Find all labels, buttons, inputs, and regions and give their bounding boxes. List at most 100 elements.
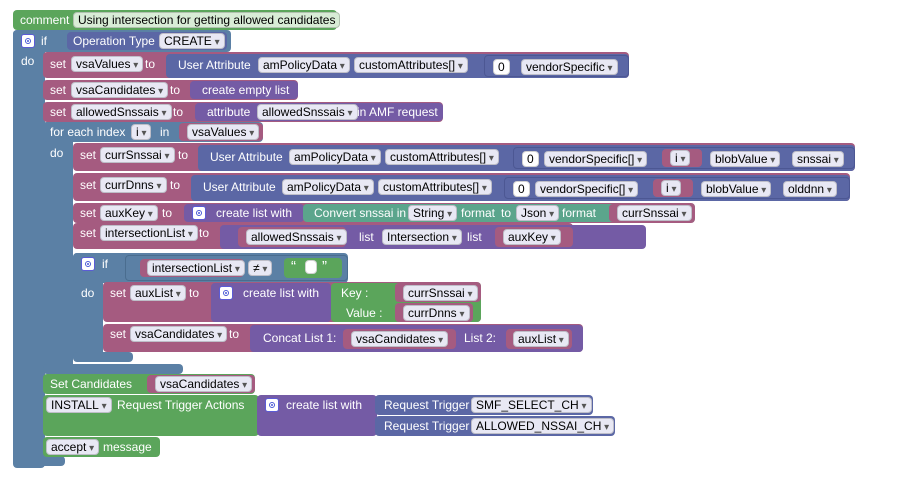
install-block[interactable]: INSTALL Request Trigger Actions: [43, 395, 259, 436]
variable-dropdown-allowedSnssais[interactable]: allowedSnssais: [71, 104, 172, 120]
key-var-block[interactable]: currSnssai: [395, 283, 481, 302]
create-empty-list-block[interactable]: create empty list: [190, 81, 298, 99]
gear-icon[interactable]: [81, 257, 95, 271]
for-each-header[interactable]: for each index i in vsaValues: [43, 122, 263, 142]
loop-list-dropdown[interactable]: vsaValues: [187, 124, 260, 140]
attribute-dropdown[interactable]: allowedSnssais: [257, 104, 358, 120]
accept-action-dropdown[interactable]: accept: [46, 439, 100, 455]
create-list-block-2[interactable]: create list with: [211, 283, 331, 322]
set-vsaValues-block[interactable]: set vsaValues to User Attribute amPolicy…: [43, 52, 629, 78]
policy-dropdown[interactable]: amPolicyData: [258, 57, 350, 73]
concat-list1-block[interactable]: vsaCandidates: [343, 329, 456, 349]
comment-text-field[interactable]: Using intersection for getting allowed c…: [73, 12, 341, 28]
key-dropdown[interactable]: olddnn: [783, 181, 837, 197]
user-attribute-block-3[interactable]: User Attribute amPolicyData customAttrib…: [191, 175, 850, 201]
currSnssai-block[interactable]: currSnssai: [609, 204, 695, 222]
if-block-header[interactable]: if Operation Type CREATE: [13, 30, 231, 52]
set-currSnssai-block[interactable]: set currSnssai to User Attribute amPolic…: [73, 143, 855, 171]
value-var-block[interactable]: currDnns: [395, 303, 473, 322]
variable-dropdown-auxList[interactable]: auxList: [130, 285, 186, 301]
currSnssai-dropdown[interactable]: currSnssai: [403, 285, 478, 301]
accept-message-block[interactable]: accept message: [43, 437, 160, 457]
set-auxKey-block[interactable]: set auxKey to create list with Convert s…: [73, 203, 695, 223]
vendor-dropdown[interactable]: vendorSpecific: [521, 59, 618, 75]
install-action-dropdown[interactable]: INSTALL: [46, 397, 112, 413]
loop-index-dropdown[interactable]: i: [131, 124, 152, 140]
list2-block[interactable]: auxKey: [495, 227, 573, 247]
operation-dropdown[interactable]: Intersection: [382, 229, 462, 245]
i-dropdown[interactable]: i: [661, 180, 682, 196]
for-each-spine[interactable]: [43, 122, 73, 372]
intersectionList-var-block[interactable]: intersectionList: [140, 259, 245, 277]
set-allowedSnssais-block[interactable]: set allowedSnssais to attribute allowedS…: [43, 102, 443, 122]
compare-block[interactable]: intersectionList ≠ “ ”: [125, 255, 348, 281]
set-auxList-block[interactable]: set auxList to create list with Key : Va…: [103, 282, 481, 322]
index-field[interactable]: 0: [493, 59, 510, 75]
vendor-dropdown[interactable]: vendorSpecific[]: [535, 181, 639, 197]
key-dropdown[interactable]: snssai: [792, 151, 844, 167]
variable-dropdown-auxKey[interactable]: auxKey: [100, 205, 158, 221]
concat-list2-block[interactable]: auxList: [506, 329, 572, 349]
gear-icon[interactable]: [192, 206, 206, 220]
i-dropdown[interactable]: i: [670, 150, 691, 166]
user-attribute-block-2[interactable]: User Attribute amPolicyData customAttrib…: [198, 145, 855, 171]
operation-type-dropdown[interactable]: CREATE: [159, 33, 225, 49]
if-block-spine[interactable]: [13, 30, 45, 468]
variable-dropdown-currDnns[interactable]: currDnns: [100, 177, 167, 193]
concat-block[interactable]: Concat List 1: vsaCandidates List 2: aux…: [250, 325, 583, 352]
blob-dropdown[interactable]: blobValue: [710, 151, 781, 167]
variable-dropdown-intersectionList[interactable]: intersectionList: [100, 225, 198, 241]
set-currDnns-block[interactable]: set currDnns to User Attribute amPolicyD…: [73, 173, 850, 201]
set-vsaCandidates-block[interactable]: set vsaCandidates to create empty list: [43, 80, 298, 100]
attributes-dropdown[interactable]: customAttributes[]: [378, 179, 492, 195]
set-vsaCandidates-concat-block[interactable]: set vsaCandidates to Concat List 1: vsaC…: [103, 324, 583, 352]
auxKey-dropdown[interactable]: auxKey: [503, 229, 561, 245]
variable-dropdown-currSnssai[interactable]: currSnssai: [100, 147, 175, 163]
convert-block[interactable]: Convert snssai in String format to Json …: [303, 204, 695, 222]
i-variable-block[interactable]: i: [662, 149, 702, 167]
i-variable-block[interactable]: i: [653, 179, 693, 197]
allowedSnssais-dropdown[interactable]: allowedSnssais: [246, 229, 347, 245]
trigger-dropdown-1[interactable]: SMF_SELECT_CH: [471, 397, 592, 413]
auxList-dropdown[interactable]: auxList: [513, 331, 569, 347]
index-field[interactable]: 0: [513, 181, 530, 197]
user-attribute-block[interactable]: User Attribute amPolicyData customAttrib…: [166, 54, 629, 78]
trigger-create-list-block[interactable]: create list with: [257, 395, 377, 436]
trigger-dropdown-2[interactable]: ALLOWED_NSSAI_CH: [471, 418, 615, 434]
loop-list-block[interactable]: vsaValues: [179, 123, 263, 141]
attributes-dropdown[interactable]: customAttributes[]: [385, 149, 499, 165]
operation-type-block[interactable]: Operation Type CREATE: [67, 32, 227, 50]
variable-dropdown-vsaCandidates[interactable]: vsaCandidates: [130, 326, 228, 342]
amf-attribute-block[interactable]: attribute allowedSnssais in AMF request: [195, 103, 443, 121]
create-list-block[interactable]: create list with: [184, 204, 304, 222]
intersectionList-dropdown[interactable]: intersectionList: [147, 260, 245, 276]
to-format-dropdown[interactable]: Json: [516, 205, 560, 221]
empty-text-field[interactable]: [305, 260, 317, 274]
set-candidates-block[interactable]: Set Candidates vsaCandidates: [43, 374, 255, 394]
vendor-dropdown[interactable]: vendorSpecific[]: [544, 151, 648, 167]
request-trigger-block-1[interactable]: Request Trigger SMF_SELECT_CH: [375, 395, 593, 415]
candidates-var-block[interactable]: vsaCandidates: [147, 375, 255, 393]
gear-icon[interactable]: [219, 286, 233, 300]
inner-if-header[interactable]: if intersectionList ≠ “ ”: [73, 253, 348, 283]
vendor-block[interactable]: 0 vendorSpecific: [484, 55, 629, 77]
variable-dropdown-vsaValues[interactable]: vsaValues: [71, 56, 144, 72]
intersection-block[interactable]: allowedSnssais list Intersection list au…: [220, 225, 646, 249]
policy-dropdown[interactable]: amPolicyData: [282, 179, 374, 195]
currSnssai-dropdown[interactable]: currSnssai: [617, 205, 692, 221]
gear-icon[interactable]: [265, 398, 279, 412]
key-value-block[interactable]: Key : Value : currSnssai currDnns: [331, 283, 481, 322]
attributes-dropdown[interactable]: customAttributes[]: [354, 57, 468, 73]
policy-dropdown[interactable]: amPolicyData: [289, 149, 381, 165]
list1-block[interactable]: allowedSnssais: [238, 227, 347, 247]
set-intersectionList-block[interactable]: set intersectionList to allowedSnssais l…: [73, 223, 646, 249]
blob-dropdown[interactable]: blobValue: [701, 181, 772, 197]
request-trigger-block-2[interactable]: Request Trigger ALLOWED_NSSAI_CH: [375, 416, 615, 436]
operator-dropdown[interactable]: ≠: [248, 260, 273, 276]
vsaCandidates-dropdown[interactable]: vsaCandidates: [155, 376, 253, 392]
empty-text-block[interactable]: “ ”: [284, 258, 342, 278]
currDnns-dropdown[interactable]: currDnns: [403, 305, 470, 321]
vendor-block[interactable]: 0 vendorSpecific[] i blobValue snssai: [513, 147, 855, 169]
variable-dropdown-vsaCandidates[interactable]: vsaCandidates: [71, 82, 169, 98]
from-format-dropdown[interactable]: String: [408, 205, 458, 221]
